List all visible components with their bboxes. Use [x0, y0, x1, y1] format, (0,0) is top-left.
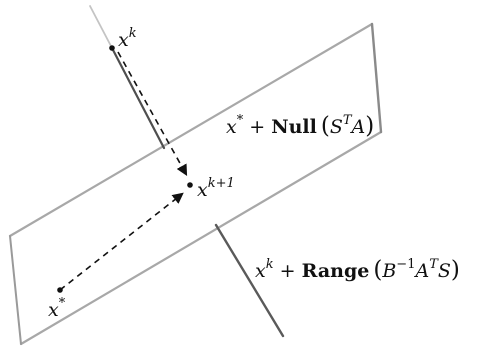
label-xstar: x* — [48, 296, 66, 321]
range-line-below-plane — [214, 223, 285, 338]
plane-top-edge — [8, 22, 374, 238]
range-line — [89, 5, 285, 338]
range-line-upper — [89, 5, 113, 49]
plane-left-edge — [9, 235, 22, 345]
point-xk1 — [187, 182, 193, 188]
dashed-arrow-xk-to-xk1 — [117, 51, 188, 176]
label-xk: xk — [118, 26, 137, 51]
plane-right-edge — [370, 22, 383, 134]
projection-arrow — [117, 51, 188, 176]
plane — [8, 22, 383, 346]
error-arrow — [59, 192, 184, 291]
label-plane: x* + Null(STA) — [226, 113, 374, 139]
plane-bottom-edge — [19, 130, 383, 346]
point-xk — [109, 45, 115, 51]
dashed-arrow-xstar-to-xk1 — [59, 192, 184, 291]
range-line-visible-top — [110, 46, 166, 150]
point-xstar — [57, 287, 63, 293]
label-line: xk + Range(B−1ATS) — [255, 257, 460, 283]
label-xk1: xk+1 — [197, 176, 235, 201]
